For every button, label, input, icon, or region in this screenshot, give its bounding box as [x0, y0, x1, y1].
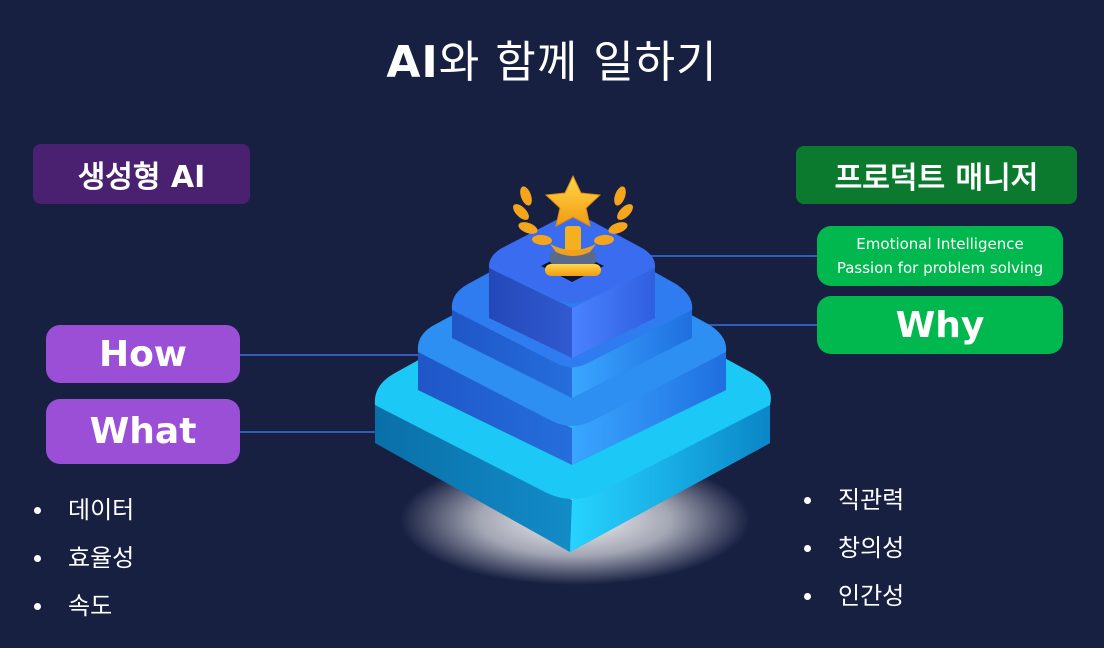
list-item: 데이터 [32, 486, 134, 534]
ai-traits-list: 데이터 효율성 속도 [32, 486, 134, 630]
product-manager-heading: 프로덕트 매니저 [796, 146, 1077, 204]
how-pill: How [46, 325, 240, 383]
title-rest: 와 함께 일하기 [438, 37, 718, 88]
list-item: 인간성 [802, 572, 904, 620]
page-title: AI와 함께 일하기 [0, 26, 1104, 90]
trophy-star-laurel-icon [513, 174, 633, 276]
list-item: 창의성 [802, 524, 904, 572]
list-item: 효율성 [32, 534, 134, 582]
pyramid-tier-top [488, 215, 656, 358]
list-item: 직관력 [802, 476, 904, 524]
eq-line-1: Emotional Intelligence [856, 235, 1024, 253]
list-item: 속도 [32, 582, 134, 630]
eq-line-2: Passion for problem solving [836, 259, 1044, 277]
what-pill: What [46, 399, 240, 464]
pm-traits-list: 직관력 창의성 인간성 [802, 476, 904, 620]
why-pill: Why [817, 296, 1063, 354]
title-bold: AI [386, 37, 439, 88]
emotional-intelligence-pill: Emotional Intelligence Passion for probl… [817, 226, 1063, 286]
generative-ai-heading: 생성형 AI [33, 144, 250, 204]
